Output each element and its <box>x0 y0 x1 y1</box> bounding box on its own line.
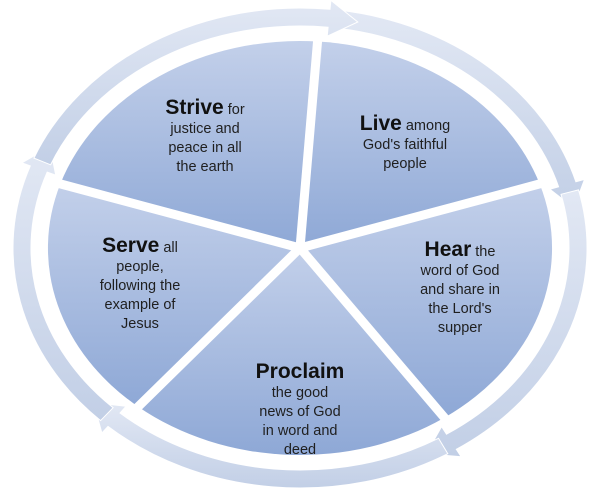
segment-divider <box>133 244 304 412</box>
segment-proclaim-line-4: in word and <box>262 423 338 439</box>
segment-divider <box>295 39 323 249</box>
segment-proclaim-keyword: Proclaim <box>255 360 345 383</box>
segment-hear-line-1: the <box>475 244 496 260</box>
ring-arrow-strive <box>33 0 359 166</box>
segment-hear-line-4: the Lord's <box>428 301 492 317</box>
segment-hear-keyword: Hear <box>424 238 472 261</box>
segment-live-line-1: among <box>405 118 451 134</box>
segment-wedge-hear <box>300 184 553 418</box>
segment-hear-line-2: word of God <box>420 263 500 279</box>
segment-live-line-3: people <box>383 156 427 172</box>
segment-proclaim-line-5: deed <box>283 442 317 458</box>
segment-wedge-proclaim <box>138 248 445 456</box>
segment-serve-line-5: Jesus <box>121 316 159 332</box>
segment-serve-keyword: Serve <box>102 234 160 257</box>
segment-divider <box>296 245 450 423</box>
segment-strive-line-4: the earth <box>176 159 234 175</box>
segment-divider <box>298 179 543 253</box>
segment-strive: Strive for justice and peace in all the … <box>135 96 275 177</box>
segment-proclaim: Proclaim the good news of God in word an… <box>235 360 365 460</box>
segment-proclaim-line-3: news of God <box>259 404 341 420</box>
segment-wedge-serve <box>47 184 301 407</box>
segment-serve-line-3: following the <box>99 278 181 294</box>
segment-wedge-strive <box>60 40 318 249</box>
segment-serve: Serve all people, following the example … <box>70 234 210 334</box>
segment-strive-keyword: Strive <box>165 96 224 119</box>
segment-proclaim-line-2: the good <box>271 385 329 401</box>
segment-hear-line-5: supper <box>437 320 483 336</box>
segment-strive-line-3: peace in all <box>168 140 242 156</box>
segment-live-keyword: Live <box>359 112 402 135</box>
segment-divider <box>57 179 302 253</box>
segment-serve-line-4: example of <box>104 297 176 313</box>
segment-serve-line-1: all <box>163 240 178 256</box>
segment-live-line-2: God's faithful <box>362 137 448 153</box>
segment-live: Live among God's faithful people <box>330 112 480 174</box>
segment-hear: Hear the word of God and share in the Lo… <box>395 238 525 338</box>
segment-hear-line-3: and share in <box>420 282 500 298</box>
segment-strive-line-1: for <box>227 102 245 118</box>
segment-serve-line-2: people, <box>116 259 164 275</box>
segment-strive-line-2: justice and <box>170 121 240 137</box>
